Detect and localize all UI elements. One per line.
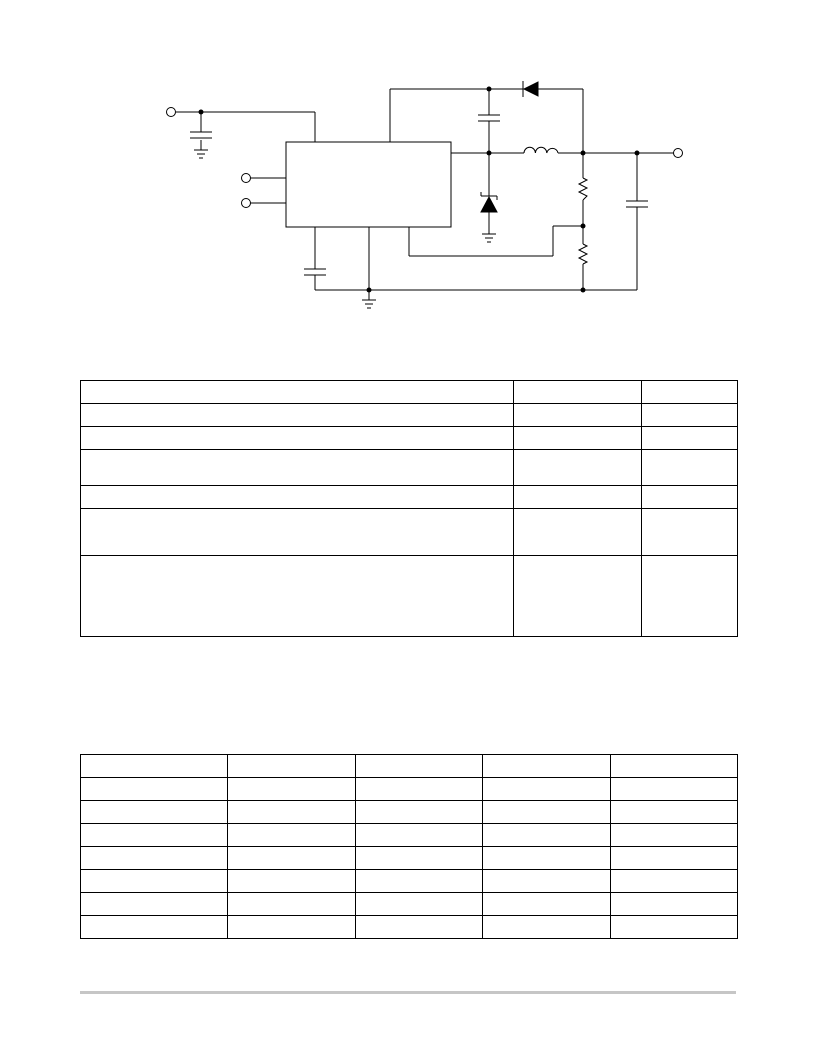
table-row <box>80 555 738 637</box>
table-cell <box>227 800 356 824</box>
table-cell <box>513 508 642 556</box>
table-cell <box>80 800 228 824</box>
ground-symbol <box>482 233 496 243</box>
table-cell <box>482 823 611 847</box>
table-cell <box>227 754 356 778</box>
table-cell <box>227 892 356 916</box>
table-cell <box>610 800 738 824</box>
table-row <box>80 754 738 778</box>
table-cell <box>80 869 228 893</box>
table-row <box>80 846 738 870</box>
table-cell <box>513 449 642 486</box>
output-capacitor <box>626 200 648 208</box>
table-cell <box>80 508 514 556</box>
table-cell <box>227 869 356 893</box>
table-cell <box>610 915 738 939</box>
component-table <box>80 754 738 939</box>
table-cell <box>482 754 611 778</box>
table-row <box>80 869 738 893</box>
inductor <box>523 146 559 154</box>
table-row <box>80 426 738 450</box>
table-cell <box>513 380 642 404</box>
application-schematic <box>166 81 683 309</box>
table-cell <box>355 892 483 916</box>
table-cell <box>610 892 738 916</box>
control-terminal <box>241 198 251 208</box>
table-row <box>80 800 738 824</box>
table-cell <box>80 426 514 450</box>
table-cell <box>610 846 738 870</box>
table-cell <box>482 777 611 801</box>
feedback-resistor <box>577 177 589 201</box>
table-cell <box>227 915 356 939</box>
table-cell <box>227 777 356 801</box>
table-row <box>80 449 738 486</box>
junction-dots <box>198 86 640 293</box>
table-cell <box>80 777 228 801</box>
table-row <box>80 777 738 801</box>
table-cell <box>641 403 738 427</box>
table-cell <box>80 449 514 486</box>
table-cell <box>482 892 611 916</box>
table-cell <box>641 449 738 486</box>
table-cell <box>80 485 514 509</box>
table-cell <box>80 403 514 427</box>
table-cell <box>80 915 228 939</box>
table-cell <box>610 823 738 847</box>
table-cell <box>641 485 738 509</box>
input-terminal <box>166 107 176 117</box>
output-terminal <box>673 148 683 158</box>
table-row <box>80 485 738 509</box>
table-cell <box>355 777 483 801</box>
table-row <box>80 892 738 916</box>
table-cell <box>227 846 356 870</box>
table-cell <box>355 869 483 893</box>
table-cell <box>513 485 642 509</box>
soft-start-capacitor <box>304 268 326 276</box>
table-row <box>80 403 738 427</box>
table-cell <box>80 555 514 637</box>
table-cell <box>80 380 514 404</box>
table-cell <box>641 508 738 556</box>
table-row <box>80 915 738 939</box>
table-cell <box>355 846 483 870</box>
table-cell <box>355 915 483 939</box>
spec-table <box>80 380 738 637</box>
table-cell <box>355 754 483 778</box>
footer-rule <box>80 991 736 994</box>
table-cell <box>80 892 228 916</box>
feedback-resistor <box>577 243 589 265</box>
table-cell <box>355 823 483 847</box>
table-cell <box>641 555 738 637</box>
table-cell <box>610 754 738 778</box>
schematic-wires <box>176 88 674 300</box>
table-row <box>80 380 738 404</box>
table-cell <box>482 869 611 893</box>
ground-symbol <box>194 149 208 159</box>
ground-symbol <box>362 299 376 309</box>
table-cell <box>641 380 738 404</box>
table-cell <box>641 426 738 450</box>
table-cell <box>513 403 642 427</box>
table-cell <box>355 800 483 824</box>
table-cell <box>482 915 611 939</box>
table-cell <box>610 777 738 801</box>
bootstrap-capacitor <box>478 114 500 122</box>
table-cell <box>482 846 611 870</box>
table-cell <box>610 869 738 893</box>
catch-zener-diode <box>480 192 498 213</box>
schottky-diode <box>522 81 539 97</box>
table-cell <box>80 754 228 778</box>
table-cell <box>482 800 611 824</box>
table-cell <box>80 846 228 870</box>
table-cell <box>513 555 642 637</box>
table-row <box>80 508 738 556</box>
table-cell <box>227 823 356 847</box>
input-capacitor <box>190 131 212 139</box>
control-terminal <box>241 173 251 183</box>
regulator-ic <box>285 141 452 228</box>
table-cell <box>80 823 228 847</box>
table-row <box>80 823 738 847</box>
table-cell <box>513 426 642 450</box>
